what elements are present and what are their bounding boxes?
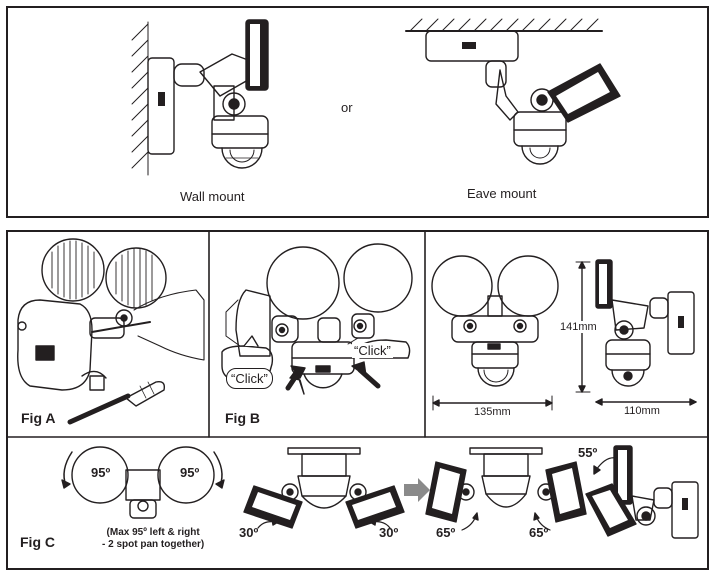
wall-mount-label: Wall mount — [180, 189, 245, 204]
fig-a-illustration — [17, 238, 205, 425]
front-width-dimension: 135mm — [474, 406, 511, 418]
height-dimension: 141mm — [560, 321, 597, 333]
fig-c-tilt-up-illustration — [425, 447, 587, 531]
click-callout-right: “Click” — [352, 343, 393, 358]
pan-note-line-2: - 2 spot pan together) — [102, 539, 205, 550]
wall-mount-illustration — [131, 19, 269, 176]
eave-mount-illustration — [405, 18, 621, 165]
pan-note-line-1: (Max 95º left & right — [106, 527, 200, 538]
eave-hatch — [409, 18, 599, 32]
side-view-illustration — [575, 259, 697, 406]
fig-b-illustration — [221, 243, 413, 395]
transition-arrow — [404, 478, 430, 502]
pan-angle-right: 95º — [180, 465, 200, 480]
front-view-illustration — [431, 255, 559, 411]
tilt-down-angle-left: 30º — [239, 525, 259, 540]
eave-mount-label: Eave mount — [467, 186, 537, 201]
fig-c-label: Fig C — [20, 534, 55, 550]
bottom-panel-frame — [6, 230, 709, 570]
tilt-up-angle-right: 65º — [529, 525, 549, 540]
side-width-dimension: 110mm — [624, 405, 660, 417]
fig-c-tilt-down-illustration — [243, 447, 405, 529]
tilt-up-angle-left: 65º — [436, 525, 456, 540]
panel-dividers — [6, 231, 709, 438]
or-label: or — [341, 100, 353, 115]
top-panel-frame — [6, 6, 709, 218]
click-callout-left: “Click” — [226, 368, 273, 389]
fig-c-pan-illustration — [61, 446, 225, 519]
tilt-down-angle-right: 30º — [379, 525, 399, 540]
pan-angle-left: 95º — [91, 465, 111, 480]
fig-c-side-tilt-illustration — [585, 445, 699, 539]
side-tilt-angle: 55º — [578, 445, 598, 460]
fig-a-label: Fig A — [21, 410, 56, 426]
fig-b-label: Fig B — [225, 410, 260, 426]
pan-note: (Max 95º left & right - 2 spot pan toget… — [102, 527, 204, 551]
wall-hatch — [131, 21, 149, 176]
